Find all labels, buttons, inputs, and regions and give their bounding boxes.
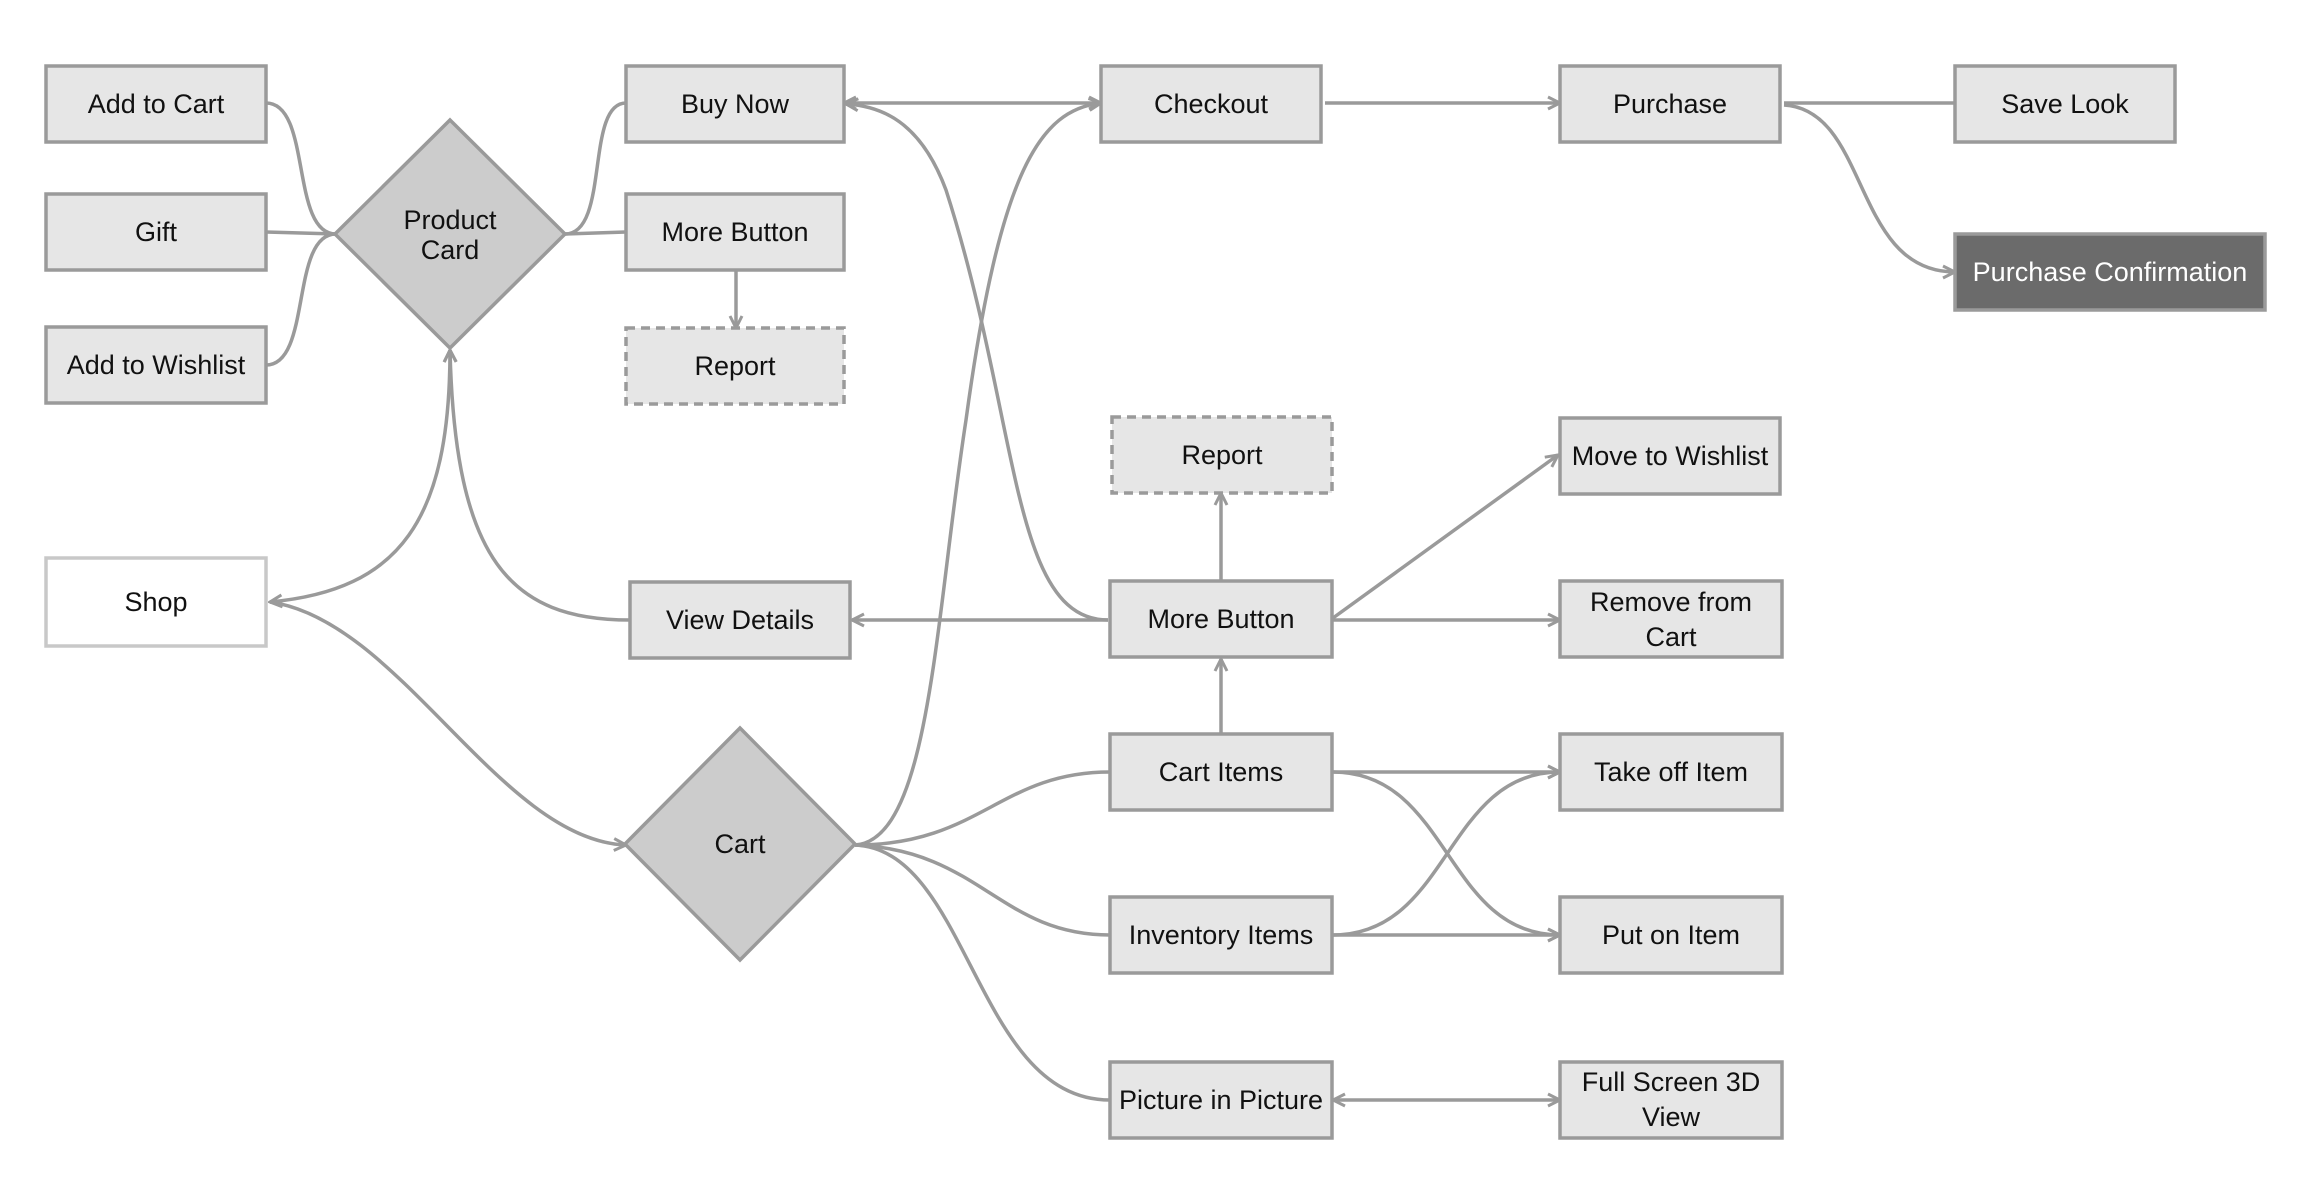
save-look-label: Save Look — [2001, 89, 2129, 119]
checkout-label: Checkout — [1154, 89, 1269, 119]
edge-add-to-wishlist-product-card — [265, 232, 337, 367]
purchase-label: Purchase — [1613, 89, 1727, 119]
inventory-items-label: Inventory Items — [1129, 920, 1314, 950]
product-card-label-line1: Product — [403, 205, 497, 235]
move-to-wishlist-label: Move to Wishlist — [1572, 441, 1769, 471]
cart-items-label: Cart Items — [1159, 757, 1284, 787]
checkout-node[interactable]: Checkout — [1099, 64, 1323, 144]
put-on-item-node[interactable]: Put on Item — [1558, 895, 1784, 975]
cart-items-node[interactable]: Cart Items — [1108, 732, 1334, 812]
more-button-top-label: More Button — [661, 217, 808, 247]
take-off-item-label: Take off Item — [1594, 757, 1748, 787]
edge-inventory-take-off — [1332, 772, 1560, 937]
edge-cart-checkout — [854, 103, 1101, 847]
edge-more-button-move-to-wishlist — [1331, 455, 1558, 620]
add-to-cart-node[interactable]: Add to Cart — [44, 64, 268, 144]
shop-node[interactable]: Shop — [44, 556, 268, 648]
gift-node[interactable]: Gift — [44, 192, 268, 272]
report-node-top[interactable]: Report — [624, 326, 846, 406]
shop-label: Shop — [124, 587, 187, 617]
edge-shop-product-card — [270, 350, 450, 602]
edge-gift-product-card — [265, 230, 337, 236]
add-to-wishlist-label: Add to Wishlist — [67, 350, 246, 380]
buy-now-label: Buy Now — [681, 89, 790, 119]
edge-cart-picture-in-picture — [854, 843, 1111, 1102]
view-details-label: View Details — [666, 605, 814, 635]
add-to-cart-label: Add to Cart — [88, 89, 225, 119]
product-card-decision[interactable]: Product Card — [332, 117, 568, 351]
report-node-mid[interactable]: Report — [1110, 415, 1334, 495]
remove-from-cart-label-line2: Cart — [1645, 622, 1697, 652]
move-to-wishlist-node[interactable]: Move to Wishlist — [1558, 416, 1782, 496]
cart-label: Cart — [714, 829, 766, 859]
full-screen-label-line2: View — [1642, 1102, 1701, 1132]
put-on-item-label: Put on Item — [1602, 920, 1740, 950]
edge-cart-cart-items — [854, 770, 1111, 847]
save-look-node[interactable]: Save Look — [1953, 64, 2177, 144]
picture-in-picture-node[interactable]: Picture in Picture — [1108, 1060, 1334, 1140]
edge-purchase-confirmation — [1783, 103, 1955, 272]
picture-in-picture-label: Picture in Picture — [1119, 1085, 1323, 1115]
edge-product-card-buy-now — [564, 101, 627, 236]
buy-now-node[interactable]: Buy Now — [624, 64, 846, 144]
view-details-node[interactable]: View Details — [628, 580, 852, 660]
product-card-label-line2: Card — [421, 235, 480, 265]
add-to-wishlist-node[interactable]: Add to Wishlist — [44, 325, 268, 405]
edge-view-details-product-card — [450, 350, 631, 622]
take-off-item-node[interactable]: Take off Item — [1558, 732, 1784, 812]
edge-add-to-cart-product-card — [265, 101, 337, 236]
edge-more-button-buy-now — [846, 104, 1109, 622]
cart-decision[interactable]: Cart — [622, 725, 858, 963]
report-top-label: Report — [694, 351, 776, 381]
purchase-node[interactable]: Purchase — [1558, 64, 1782, 144]
purchase-confirmation-label: Purchase Confirmation — [1973, 257, 2248, 287]
remove-from-cart-label-line1: Remove from — [1590, 587, 1752, 617]
full-screen-3d-view-node[interactable]: Full Screen 3D View — [1558, 1060, 1784, 1140]
inventory-items-node[interactable]: Inventory Items — [1108, 895, 1334, 975]
edge-product-card-more-button — [564, 230, 627, 236]
gift-label: Gift — [135, 217, 178, 247]
report-mid-label: Report — [1181, 440, 1263, 470]
full-screen-label-line1: Full Screen 3D — [1582, 1067, 1761, 1097]
purchase-confirmation-node[interactable]: Purchase Confirmation — [1953, 232, 2267, 312]
more-button-mid-label: More Button — [1147, 604, 1294, 634]
more-button-node-mid[interactable]: More Button — [1108, 579, 1334, 659]
edge-shop-cart — [269, 600, 626, 845]
remove-from-cart-node[interactable]: Remove from Cart — [1558, 579, 1784, 659]
more-button-node-top[interactable]: More Button — [624, 192, 846, 272]
edge-cart-inventory-items — [854, 843, 1111, 937]
